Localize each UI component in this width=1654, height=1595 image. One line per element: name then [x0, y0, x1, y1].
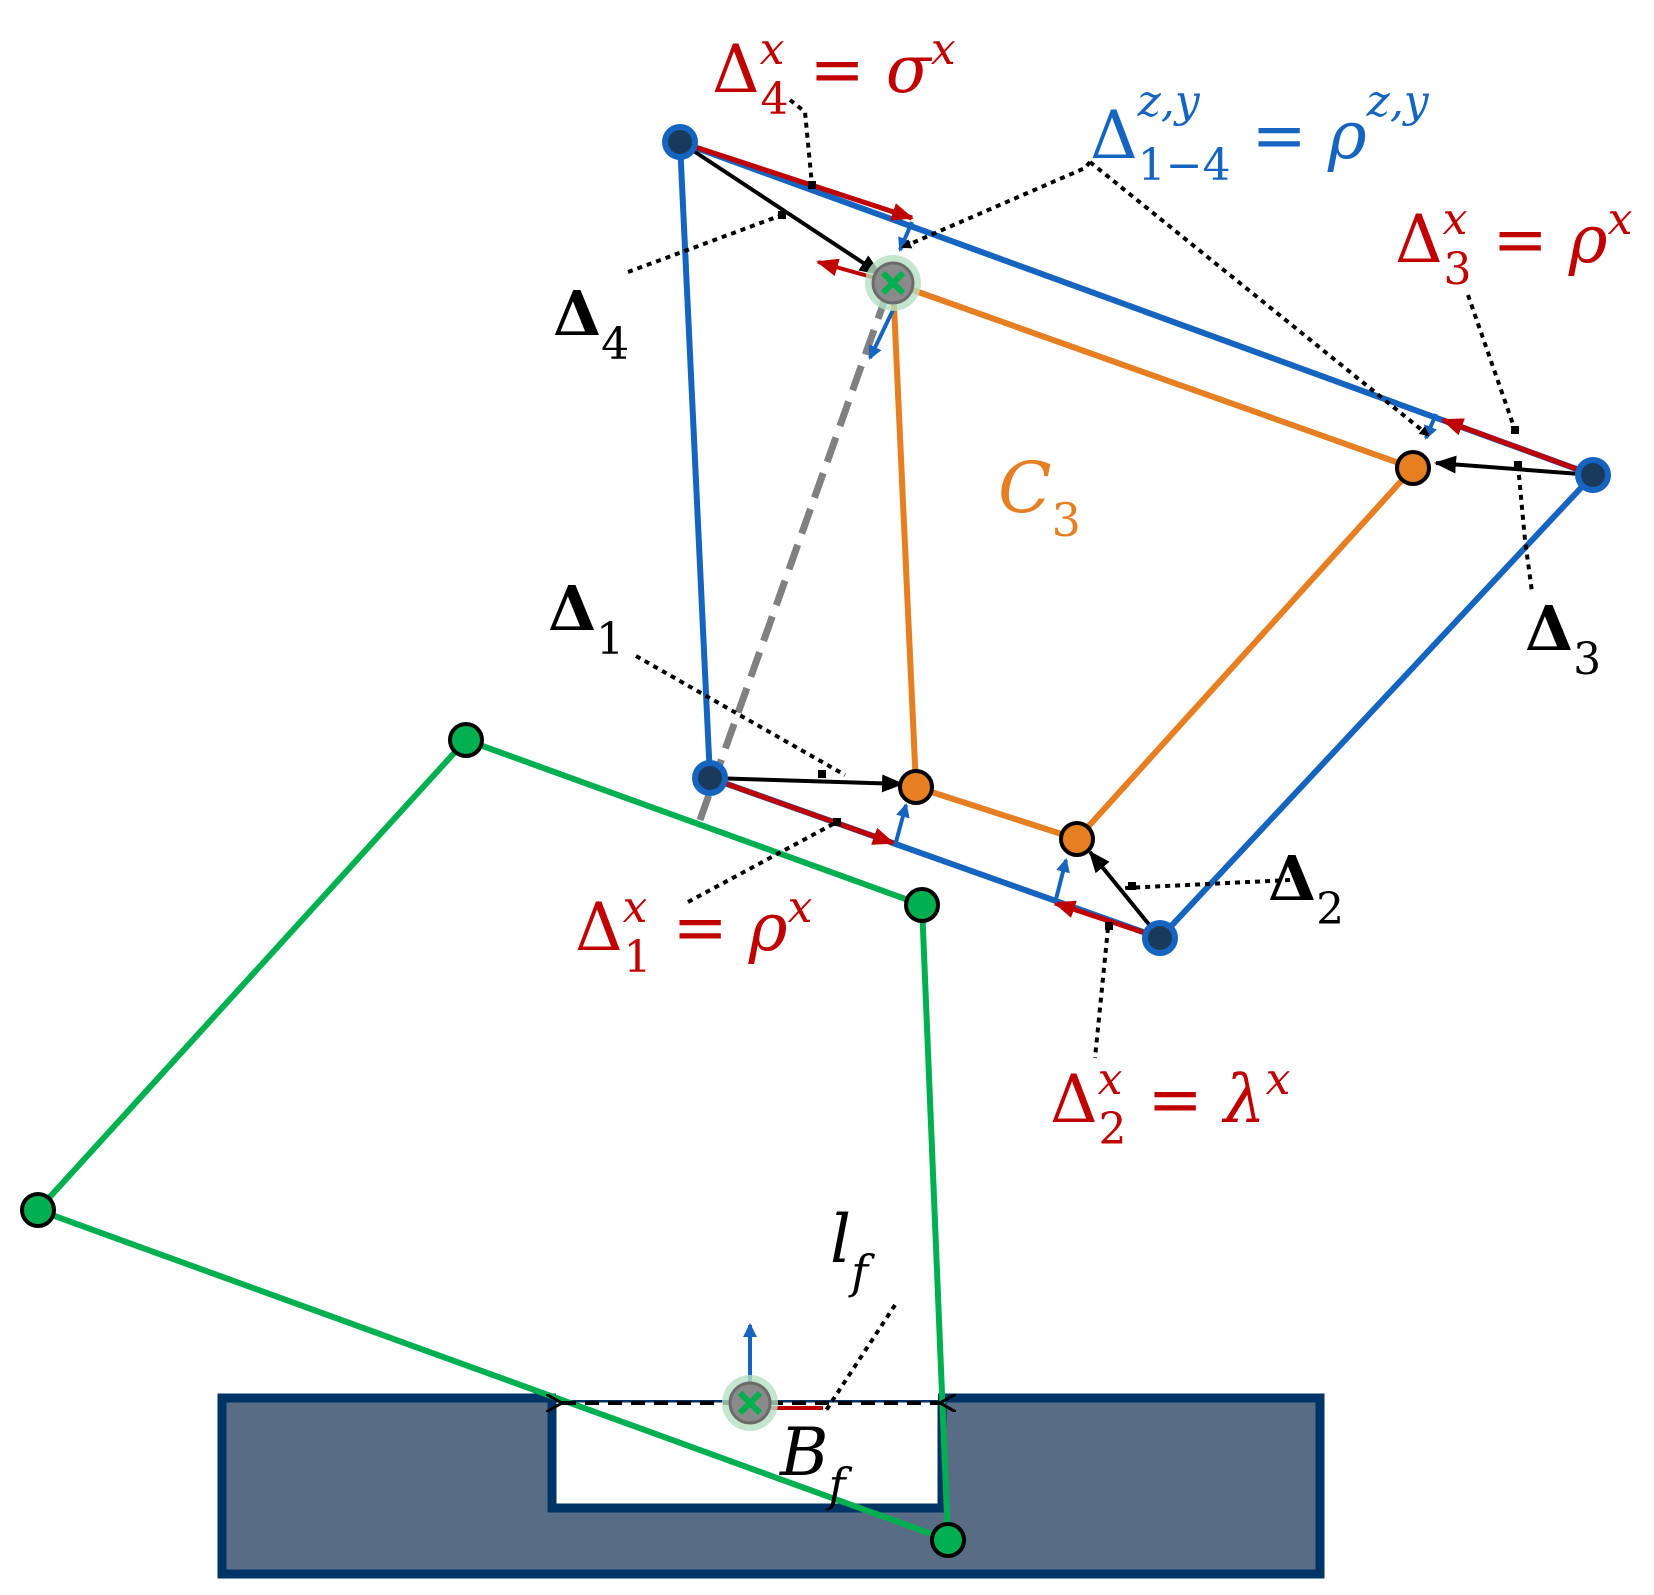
gray-dashed-line — [696, 283, 894, 822]
red-arrow-4 — [679, 139, 914, 221]
label-delta3: Δ3 — [1525, 592, 1601, 685]
x-cross-icon — [722, 1375, 778, 1431]
node-blue-1 — [692, 760, 728, 796]
red-arrow-3 — [1441, 417, 1594, 478]
delta2-arrow — [1088, 850, 1162, 940]
blue-nodes — [662, 124, 1611, 956]
red-arrow-1 — [709, 775, 895, 846]
label-delta4: Δ4 — [553, 277, 629, 370]
node-blue-2 — [1142, 920, 1178, 956]
node-green-c — [904, 887, 940, 923]
label-delta2: Δ2 — [1268, 842, 1344, 935]
node-green-d — [930, 1522, 966, 1558]
label-c3: C3 — [998, 447, 1081, 547]
delta1-arrow — [709, 774, 904, 793]
node-orange-1 — [898, 769, 934, 805]
red-arrow-2 — [1053, 900, 1161, 941]
node-green-b — [20, 1192, 56, 1228]
node-orange-3 — [1395, 450, 1431, 486]
black-delta-arrows — [678, 140, 1594, 940]
node-blue-4 — [662, 124, 698, 160]
label-delta1: Δ1 — [548, 572, 624, 665]
orange-frame — [889, 278, 1419, 843]
green-nodes — [20, 722, 966, 1558]
delta4-arrow — [678, 140, 882, 276]
blue-arrows — [743, 221, 1438, 1408]
node-green-a — [448, 722, 484, 758]
orange-nodes — [898, 450, 1431, 857]
x-cross-icon — [865, 255, 921, 311]
leader-lines — [627, 98, 1534, 1414]
node-orange-2 — [1059, 821, 1095, 857]
node-blue-3 — [1575, 457, 1611, 493]
label-lf: lf — [830, 1201, 875, 1299]
